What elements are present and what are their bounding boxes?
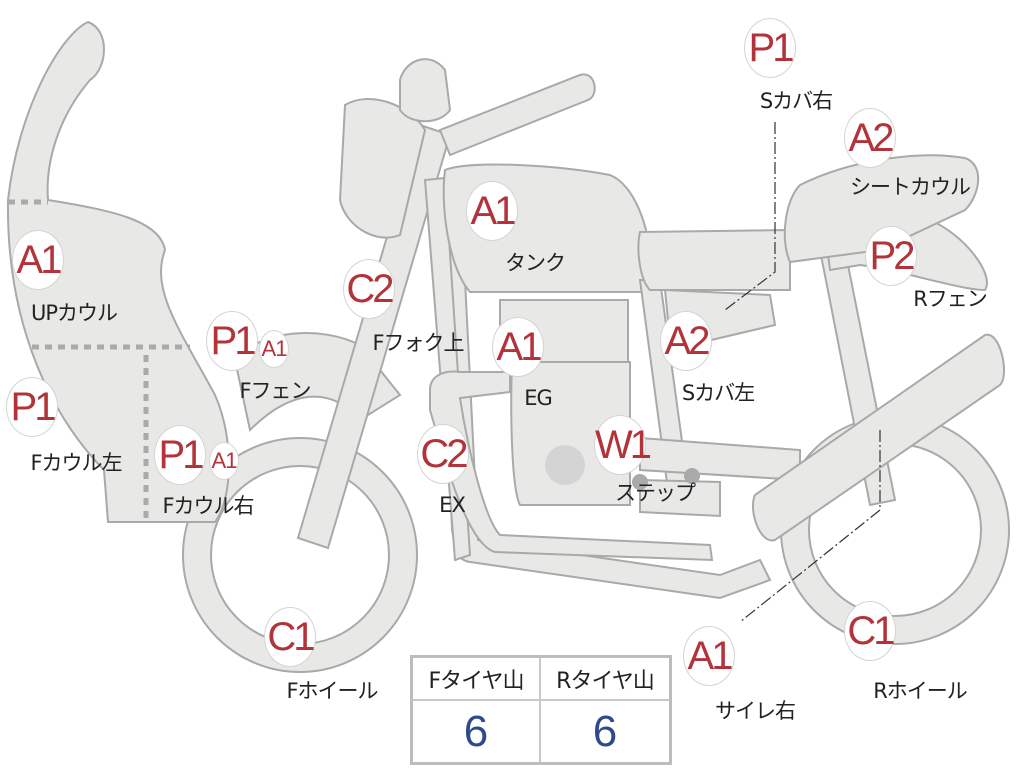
engine-shape [510, 361, 631, 506]
damage-badge: C1 [264, 607, 316, 667]
exhaust-shape [429, 370, 714, 562]
part-label: Fカウル左 [30, 451, 122, 475]
front-tire-value: 6 [413, 701, 541, 762]
damage-badge: P1 [744, 18, 796, 78]
damage-badge: P2 [865, 226, 917, 286]
damage-badge: A2 [844, 108, 896, 168]
leader-line-s-cover-right [724, 122, 776, 311]
damage-badge: A1 [259, 330, 289, 368]
handlebar-shape [438, 73, 596, 157]
damage-badge: A1 [683, 626, 735, 686]
part-label: Fホイール [286, 679, 378, 703]
tire-tread-table: Fタイヤ山 Rタイヤ山 6 6 [410, 655, 672, 765]
part-label: Sカバ左 [681, 381, 755, 405]
damage-badge: A1 [466, 181, 518, 241]
part-label: EX [439, 493, 466, 517]
part-label: Fカウル右 [162, 494, 254, 518]
silencer-shape [751, 333, 1005, 542]
part-label: ステップ [615, 481, 696, 505]
damage-badge: A1 [209, 442, 239, 480]
damage-badge: P1 [6, 377, 58, 437]
rear-tire-value: 6 [592, 706, 618, 756]
damage-badge: A1 [492, 317, 544, 377]
part-label: タンク [505, 251, 566, 275]
front-tire-header: Fタイヤ山 [413, 658, 541, 701]
part-label: Rホイール [873, 679, 968, 703]
leader-line-silencer-right [739, 430, 881, 623]
seat-shape [637, 228, 791, 291]
part-label: EG [524, 386, 553, 410]
part-label: Sカバ右 [759, 89, 833, 113]
damage-badge: A2 [660, 311, 712, 371]
damage-badge: C1 [844, 601, 896, 661]
rear-tire-header: Rタイヤ山 [541, 658, 669, 701]
front-fairing-shape [6, 20, 230, 523]
headlight-shape [338, 98, 427, 239]
damage-badge: P1 [206, 311, 258, 371]
part-label: UPカウル [30, 301, 118, 325]
damage-badge: W1 [594, 415, 652, 475]
part-label: Fフェン [239, 379, 311, 403]
damage-badge: C2 [417, 424, 469, 484]
part-label: シートカウル [850, 175, 971, 199]
damage-badge: C2 [343, 259, 395, 319]
part-label: サイレ右 [715, 699, 796, 723]
part-label: Rフェン [913, 287, 988, 311]
part-label: Fフォク上 [372, 331, 464, 355]
damage-badge: P1 [154, 425, 206, 485]
damage-badge: A1 [12, 230, 64, 290]
